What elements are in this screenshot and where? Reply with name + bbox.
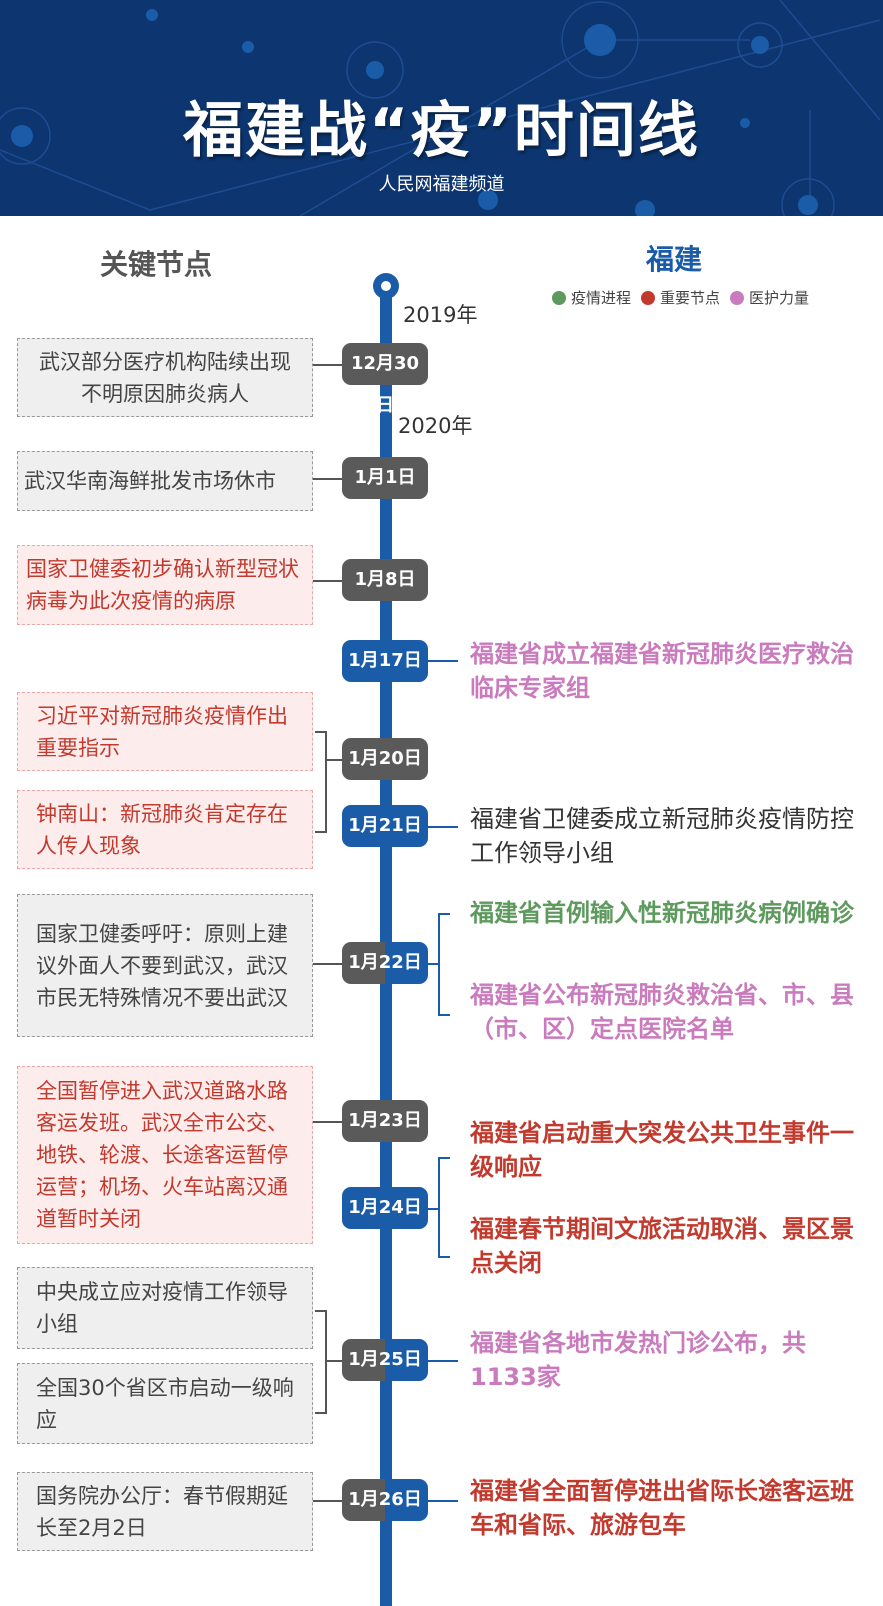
key-event: 全国暂停进入武汉道路水路客运发班。武汉全市公交、地铁、轮渡、长途客运暂停运营；机…: [17, 1066, 313, 1244]
legend-label: 医护力量: [749, 289, 810, 307]
legend: 疫情进程 重要节点 医护力量: [552, 287, 809, 308]
fujian-heading: 福建: [646, 243, 703, 276]
bracket: [315, 1310, 327, 1414]
timeline-start-icon: [373, 273, 399, 299]
connector: [428, 660, 458, 662]
date-badge: 1月8日: [342, 559, 428, 601]
key-events-heading: 关键节点: [100, 248, 213, 281]
bracket: [438, 1157, 450, 1258]
legend-item: 重要节点: [641, 287, 720, 308]
key-event: 钟南山：新冠肺炎肯定存在人传人现象: [17, 790, 313, 869]
date-badge: 1月25日: [342, 1339, 428, 1381]
bracket: [438, 913, 450, 1016]
date-badge: 1月24日: [342, 1187, 428, 1229]
key-event: 全国30个省区市启动一级响应: [17, 1363, 313, 1444]
connector: [428, 963, 440, 965]
fujian-event: 福建省各地市发热门诊公布，共1133家: [470, 1329, 806, 1391]
date-badge: 1月17日: [342, 640, 428, 682]
fujian-event: 福建省卫健委成立新冠肺炎疫情防控工作领导小组: [470, 805, 854, 867]
fujian-event: 福建省全面暂停进出省际长途客运班车和省际、旅游包车: [470, 1477, 854, 1539]
legend-label: 重要节点: [660, 289, 721, 307]
date-badge: 1月23日: [342, 1100, 428, 1142]
key-event: 国务院办公厅：春节假期延长至2月2日: [17, 1472, 313, 1551]
green-dot-icon: [552, 291, 566, 305]
page-title: 福建战“疫”时间线: [183, 96, 700, 166]
fujian-event: 福建省启动重大突发公共卫生事件一级响应: [470, 1119, 854, 1181]
connector: [327, 759, 343, 761]
key-event: 中央成立应对疫情工作领导小组: [17, 1267, 313, 1349]
network-decoration: [0, 0, 881, 216]
connector: [428, 1360, 458, 1362]
connector: [313, 1121, 343, 1123]
red-dot-icon: [641, 291, 656, 305]
connector: [313, 1500, 343, 1502]
date-badge: 1月21日: [342, 805, 428, 847]
fujian-event: 福建春节期间文旅活动取消、景区景点关闭: [470, 1215, 854, 1277]
key-event: 习近平对新冠肺炎疫情作出重要指示: [17, 692, 313, 771]
connector: [313, 963, 343, 965]
connector: [428, 1500, 458, 1502]
connector: [313, 478, 343, 480]
connector: [428, 1208, 440, 1210]
date-badge: 1月26日: [342, 1479, 428, 1521]
fujian-event: 福建省首例输入性新冠肺炎病例确诊: [470, 899, 854, 927]
header-banner: 福建战“疫”时间线 人民网福建频道: [0, 0, 883, 216]
fujian-event: 福建省成立福建省新冠肺炎医疗救治临床专家组: [470, 640, 854, 702]
bracket: [315, 731, 327, 833]
year-label: 2020年: [398, 414, 473, 438]
legend-label: 疫情进程: [571, 289, 632, 307]
date-badge: 1月20日: [342, 738, 428, 780]
key-event: 武汉部分医疗机构陆续出现不明原因肺炎病人: [17, 338, 313, 417]
legend-item: 疫情进程: [552, 287, 631, 308]
date-badge: 12月30日: [342, 343, 428, 416]
key-event: 武汉华南海鲜批发市场休市: [17, 451, 313, 511]
legend-item: 医护力量: [730, 287, 809, 308]
year-label: 2019年: [403, 303, 478, 327]
pink-dot-icon: [730, 291, 745, 305]
connector: [313, 364, 343, 366]
page-subtitle: 人民网福建频道: [378, 174, 505, 195]
date-badge: 1月1日: [342, 457, 428, 499]
connector: [327, 1360, 343, 1362]
connector: [428, 826, 458, 828]
key-event: 国家卫健委初步确认新型冠状病毒为此次疫情的病原: [17, 545, 313, 625]
key-event: 国家卫健委呼吁：原则上建议外面人不要到武汉，武汉市民无特殊情况不要出武汉: [17, 894, 313, 1037]
fujian-event: 福建省公布新冠肺炎救治省、市、县（市、区）定点医院名单: [470, 981, 854, 1043]
connector: [313, 580, 343, 582]
date-badge: 1月22日: [342, 942, 428, 984]
